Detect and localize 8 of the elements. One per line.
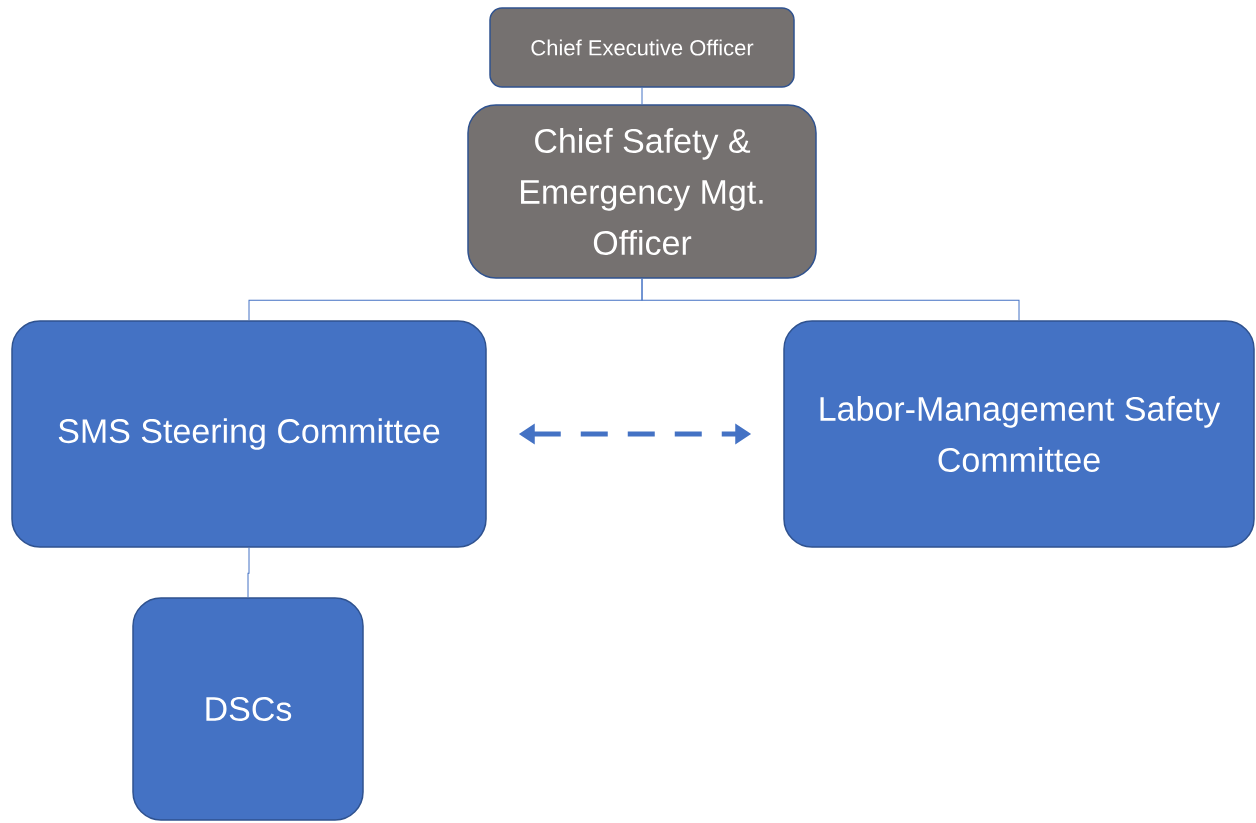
org-box: SMS Steering Committee bbox=[11, 320, 487, 548]
connector bbox=[641, 87, 643, 105]
org-box: Labor-Management Safety Committee bbox=[783, 320, 1255, 548]
org-box: Chief Safety & Emergency Mgt. Officer bbox=[467, 104, 817, 279]
org-box: DSCs bbox=[132, 597, 364, 821]
org-box: Chief Executive Officer bbox=[489, 7, 795, 88]
connector bbox=[641, 278, 1020, 321]
connector bbox=[247, 547, 250, 598]
